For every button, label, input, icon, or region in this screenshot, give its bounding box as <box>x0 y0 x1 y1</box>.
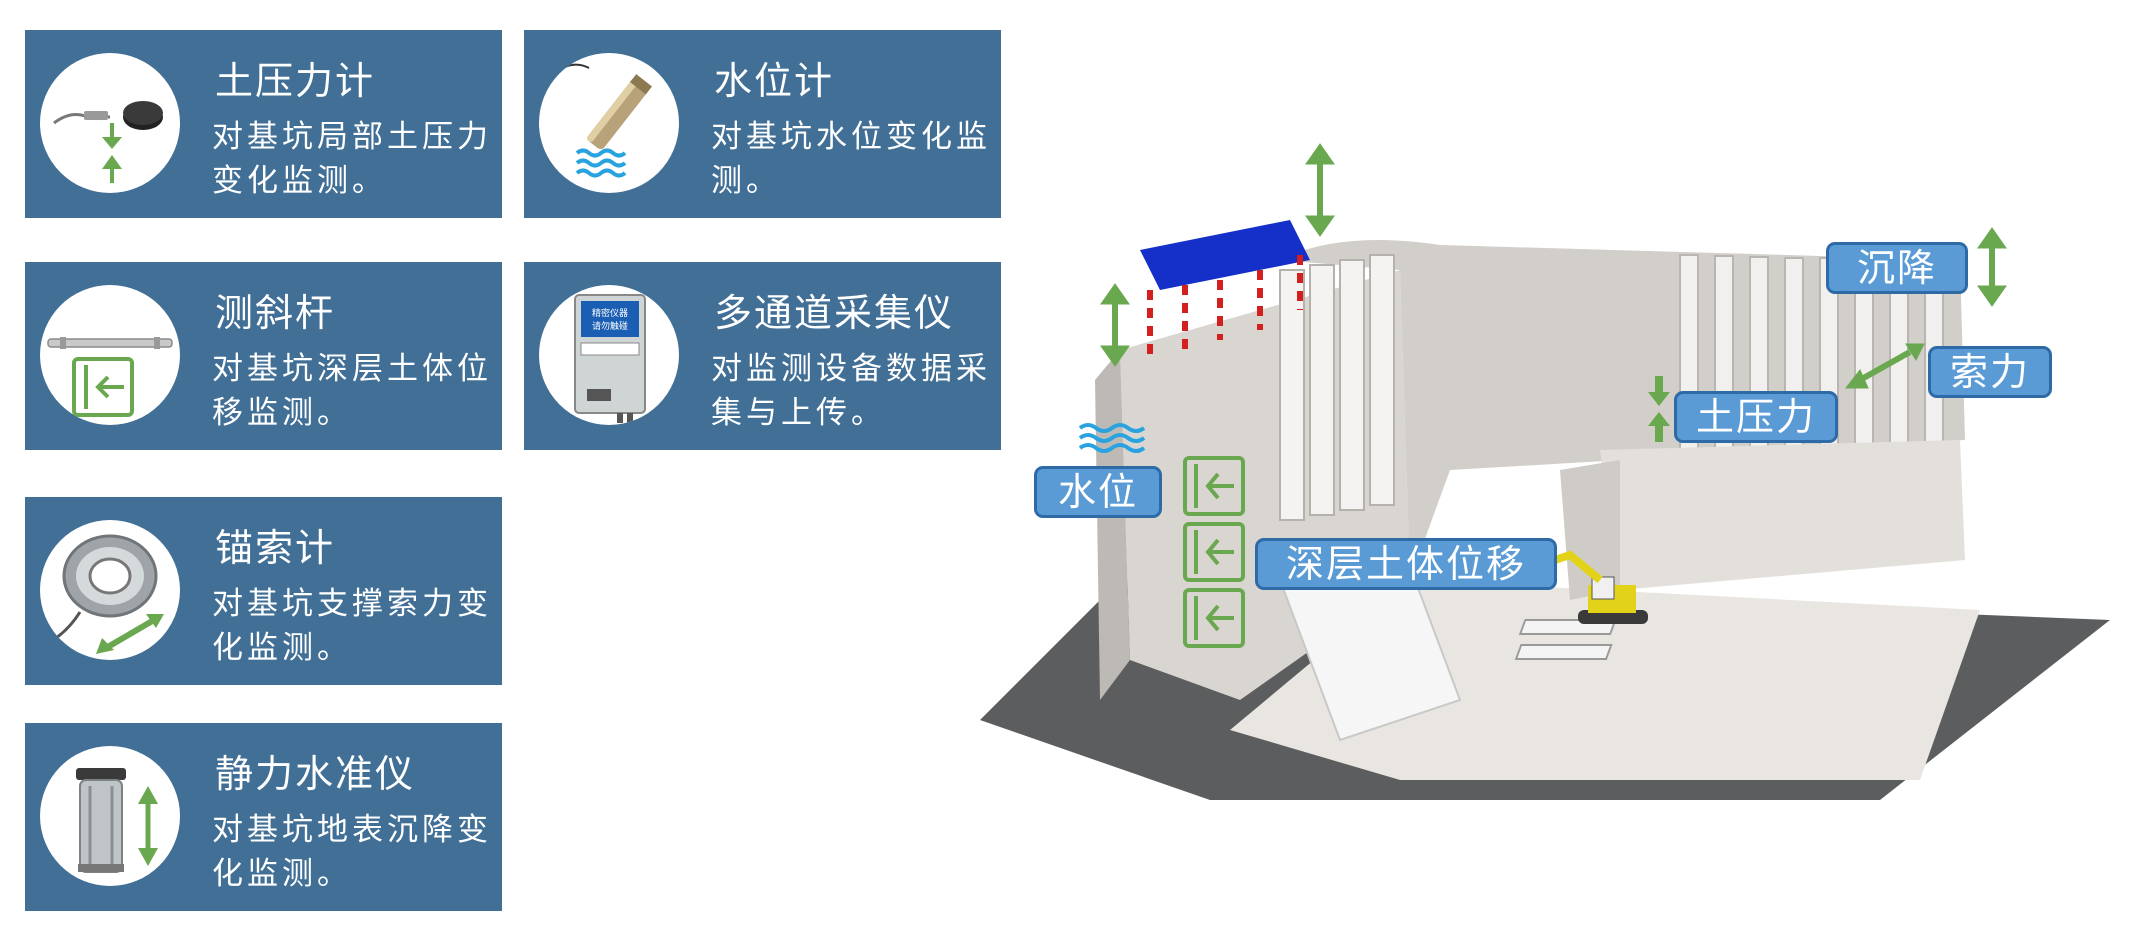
device-label-2: 请勿触碰 <box>592 320 628 332</box>
card-description: 对基坑地表沉降变化监测。 <box>212 812 492 892</box>
inclinometer-icon <box>40 285 180 425</box>
excavator-icon <box>1553 550 1648 624</box>
card-description: 对监测设备数据采集与上传。 <box>711 351 991 431</box>
terrace <box>1600 440 1965 590</box>
card-data-logger: 精密仪器 请勿触碰 多通道采集仪 对监测设备数据采集与上传。 <box>524 262 1001 450</box>
label-cable-force: 索力 <box>1928 346 2052 398</box>
card-title: 静力水准仪 <box>215 752 416 796</box>
label-earth-pressure: 土压力 <box>1674 391 1838 443</box>
earth-pressure-cell-icon <box>40 53 180 193</box>
label-deep-displacement: 深层土体位移 <box>1255 538 1557 590</box>
earth-pressure-arrow-icon <box>1648 376 1670 442</box>
up-down-arrow-icon <box>1305 143 1335 237</box>
card-hydrostatic-level: 静力水准仪 对基坑地表沉降变化监测。 <box>25 723 502 911</box>
excavation-pit-illustration <box>980 143 2110 800</box>
card-inclinometer: 测斜杆 对基坑深层土体位移监测。 <box>25 262 502 450</box>
water-level-gauge-icon <box>539 53 679 193</box>
card-description: 对基坑水位变化监测。 <box>711 119 991 199</box>
card-anchor-cable-meter: 锚索计 对基坑支撑索力变化监测。 <box>25 497 502 685</box>
card-title: 多通道采集仪 <box>714 291 955 335</box>
card-earth-pressure-gauge: 土压力计 对基坑局部土压力变化监测。 <box>25 30 502 218</box>
up-down-arrow-icon <box>1100 283 1130 367</box>
instrument-platform <box>1140 220 1310 290</box>
card-title: 锚索计 <box>215 526 336 570</box>
hydrostatic-level-icon <box>40 746 180 886</box>
displacement-arrow-icon <box>1183 456 1245 648</box>
card-description: 对基坑深层土体位移监测。 <box>212 351 492 431</box>
anchor-cable-meter-icon <box>40 520 180 660</box>
label-settlement: 沉降 <box>1826 242 1968 294</box>
data-logger-icon: 精密仪器 请勿触碰 <box>539 285 679 425</box>
card-description: 对基坑局部土压力变化监测。 <box>212 119 492 199</box>
card-description: 对基坑支撑索力变化监测。 <box>212 586 492 666</box>
double-arrow-icon <box>1844 343 1925 389</box>
card-water-level-gauge: 水位计 对基坑水位变化监测。 <box>524 30 1001 218</box>
card-title: 测斜杆 <box>215 291 336 335</box>
card-title: 水位计 <box>714 59 835 103</box>
label-water-level: 水位 <box>1034 466 1162 518</box>
card-title: 土压力计 <box>215 59 376 103</box>
device-label-1: 精密仪器 <box>592 307 628 319</box>
water-wave-icon <box>1078 423 1146 453</box>
up-down-arrow-icon <box>1977 227 2007 307</box>
